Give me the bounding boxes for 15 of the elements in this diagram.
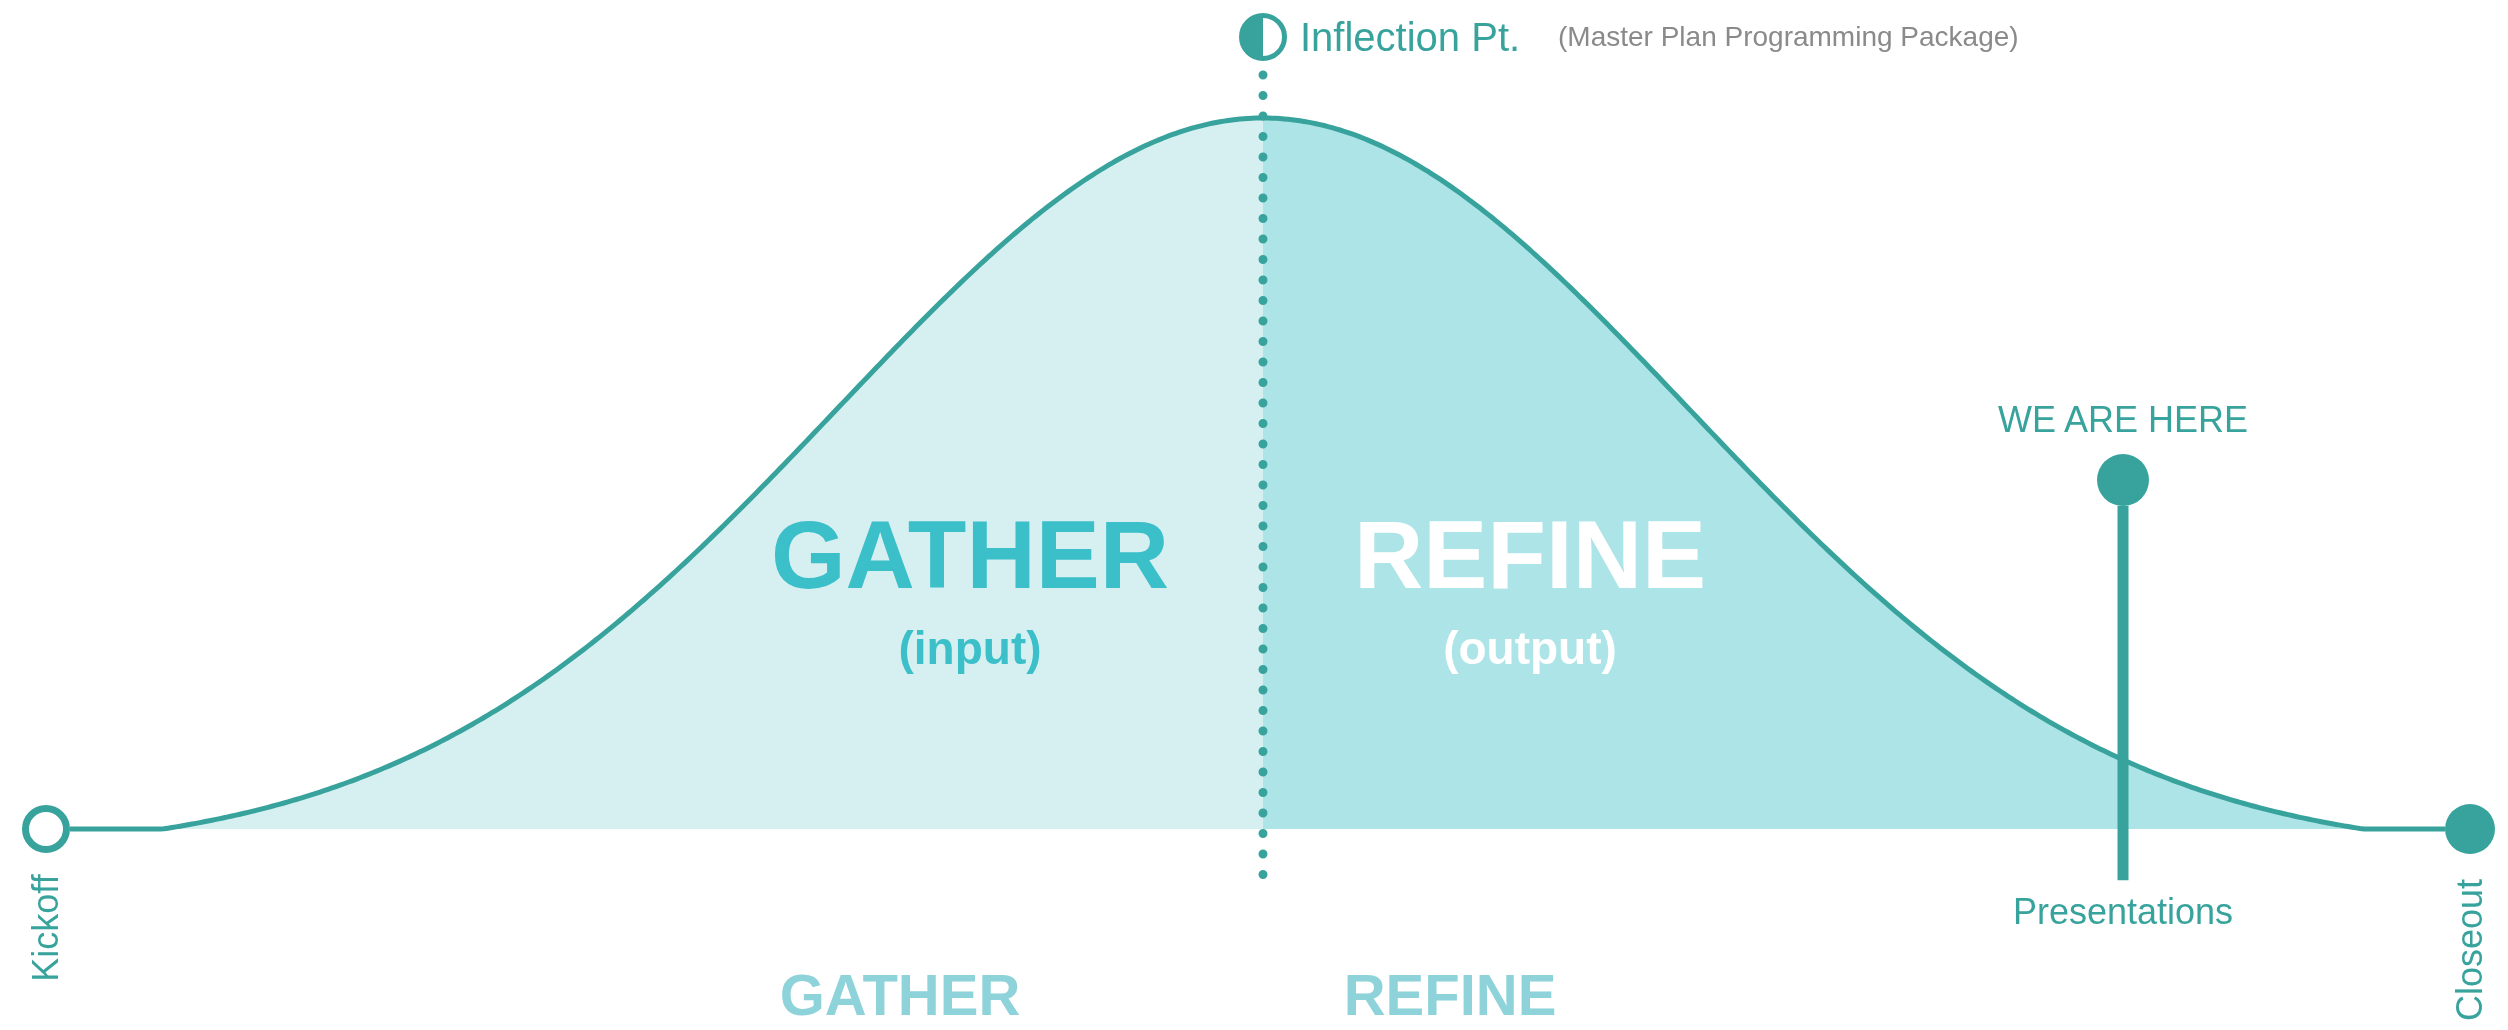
phase-subtitle: (input) <box>898 622 1042 674</box>
marker-label: WE ARE HERE <box>1997 400 2249 440</box>
note-text: (Master Plan Programming Package) <box>1558 21 2019 53</box>
milestone-label: Kickoff <box>26 874 66 982</box>
milestone-label: Closeout <box>2450 878 2490 1022</box>
phase-subtitle: (output) <box>1443 622 1617 674</box>
phase-title: REFINE <box>1354 502 1706 608</box>
faded-heading: GATHER <box>779 963 1021 1027</box>
phase-title: GATHER <box>770 502 1170 608</box>
timeline-curve <box>69 115 2447 832</box>
milestone-label: Inflection Pt. <box>1300 15 1521 59</box>
marker-pin-line <box>2117 506 2129 881</box>
faded-heading: REFINE <box>1343 963 1557 1027</box>
milestone-label: Presentations <box>2012 892 2234 932</box>
dotted-line <box>1258 70 1268 880</box>
